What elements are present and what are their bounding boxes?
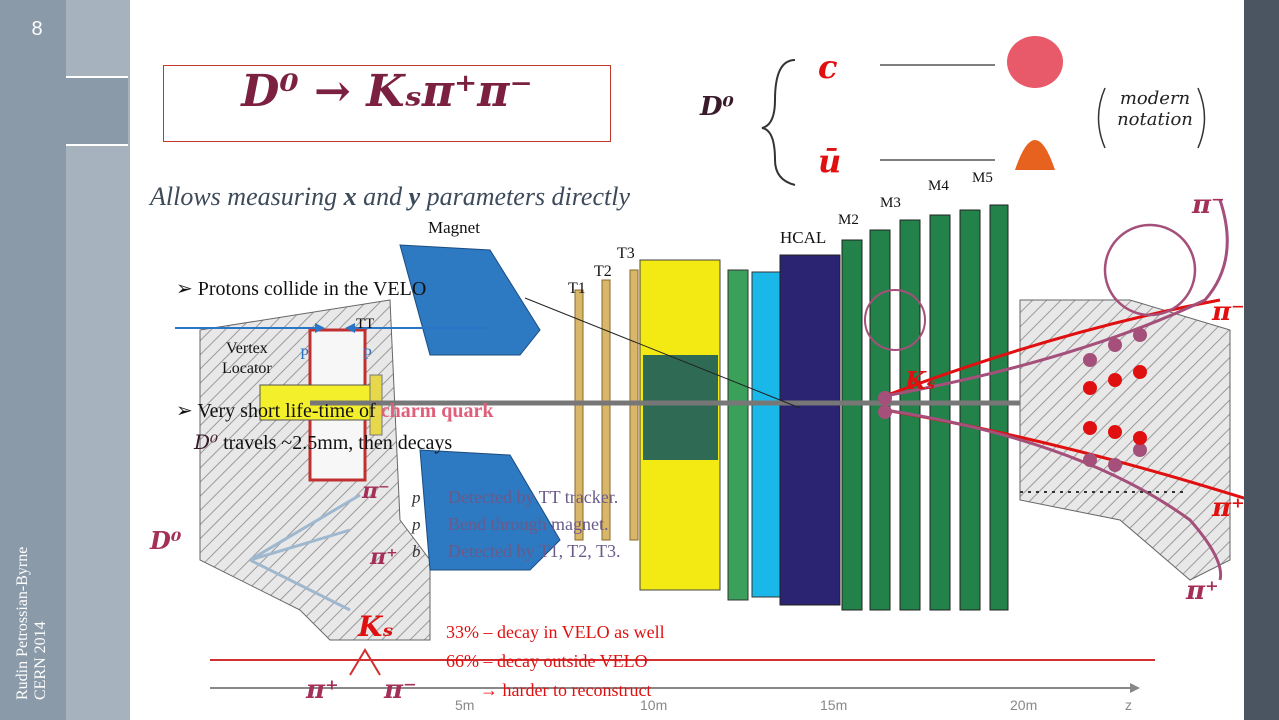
author-credit: Rudin Petrossian-Byrne CERN 2014: [14, 547, 50, 700]
label-magnet: Magnet: [428, 218, 480, 237]
ks-note-line2: 66% – decay outside VELO: [446, 651, 648, 671]
muon-m4: [929, 214, 951, 611]
slide-title: D⁰ → Kₛπ⁺π⁻: [241, 66, 533, 117]
label-ks: Kₛ: [905, 366, 936, 395]
axis-tick: z: [1125, 697, 1132, 713]
hit-dots: [878, 328, 1147, 472]
rich2-core: [643, 355, 718, 460]
axis-tick: 10m: [640, 697, 668, 713]
left-sidebar: [0, 0, 66, 720]
title-box: D⁰ → Kₛπ⁺π⁻: [163, 65, 611, 142]
right-sidebar: [1244, 0, 1279, 720]
track-pi-minus-red: [884, 298, 1221, 398]
quark-meson-label: D⁰: [700, 92, 734, 122]
label-proton-left: P: [300, 346, 309, 363]
axis-tick: 15m: [820, 697, 848, 713]
label-pi-plus-decay: π⁺: [370, 544, 398, 570]
label-m2: M2: [838, 212, 859, 228]
axis-tick: 5m: [455, 697, 475, 713]
up-antiquark-plush-icon: [1015, 140, 1055, 170]
label-m3: M3: [880, 195, 901, 211]
tracking-notes-symbols: p p b: [412, 488, 421, 561]
tracking-note: Detected by TT tracker.: [448, 487, 619, 507]
tracker-t1: [574, 289, 584, 541]
label-t2: T2: [594, 263, 612, 280]
lhcb-detector-diagram: [175, 36, 1244, 693]
label-ks-bottom: Kₛ: [358, 610, 394, 643]
sidebar-accent-square: [66, 76, 128, 146]
ecal: [751, 271, 781, 598]
author-org: CERN 2014: [32, 621, 49, 700]
subtitle: Allows measuring x and y parameters dire…: [150, 182, 631, 211]
ks-decay-vee: [349, 648, 381, 676]
label-pi-minus-top: π⁻: [1192, 190, 1225, 220]
tracker-t2: [601, 279, 611, 541]
label-m5: M5: [972, 170, 993, 186]
label-locator: Locator: [222, 360, 272, 377]
quark-c: c: [818, 48, 838, 86]
d0-decay-lines: [249, 493, 361, 612]
label-m4: M4: [928, 178, 949, 194]
slide-number: 8: [31, 18, 43, 40]
bullet-1: ➢ Protons collide in the VELO: [176, 278, 427, 300]
track-pi-plus-purple: [884, 408, 1223, 581]
ecal-layer: [727, 269, 749, 601]
ks-note-line1: 33% – decay in VELO as well: [446, 622, 665, 642]
label-ks-pi-plus: π⁺: [306, 675, 339, 705]
bullet-2-line2: D⁰ travels ~2.5mm, then decays: [194, 430, 453, 454]
muon-m2: [841, 239, 863, 611]
muon-shield-right: [1019, 299, 1231, 581]
muon-m5: [989, 204, 1009, 611]
ks-notes: 33% – decay in VELO as well 66% – decay …: [446, 618, 665, 705]
label-t3: T3: [617, 245, 635, 262]
label-ks-pi-minus: π⁻: [384, 675, 417, 705]
track-pi-minus-purple: [884, 199, 1229, 398]
quark-brace: [761, 59, 796, 186]
label-t1: T1: [568, 280, 586, 297]
hcal: [779, 254, 841, 606]
label-pi-plus-red: π⁺: [1212, 493, 1245, 523]
label-d0: D⁰: [150, 526, 182, 555]
bullet-2: ➢ Very short life-time of charm quark: [176, 400, 494, 422]
label-pi-minus-decay: π⁻: [362, 478, 390, 504]
label-tt: TT: [356, 316, 375, 332]
arrow-bullet-icon: ➢: [176, 278, 193, 300]
notation-note: modern notation: [1117, 88, 1193, 130]
ks-note-line3: → harder to reconstruct: [480, 680, 652, 700]
charm-quark-plush-icon: [1007, 36, 1063, 88]
label-hcal: HCAL: [780, 228, 827, 247]
muon-m3: [869, 229, 891, 611]
arrow-bullet-icon: ➢: [176, 400, 193, 422]
label-pi-plus-bottom: π⁺: [1186, 576, 1219, 606]
tracking-note: Bend through magnet.: [448, 514, 609, 534]
tracking-notes: Detected by TT tracker. Bend through mag…: [448, 484, 620, 565]
tracking-note: Detected by T1, T2, T3.: [448, 541, 621, 561]
author-name: Rudin Petrossian-Byrne: [14, 546, 31, 700]
axis-tick: 20m: [1010, 697, 1038, 713]
label-vertex: Vertex: [226, 340, 268, 357]
label-pi-minus-red: π⁻: [1212, 297, 1245, 327]
quark-ubar: ū: [818, 142, 842, 180]
magnet-lower: [419, 449, 561, 571]
label-proton-right: P: [363, 346, 372, 363]
